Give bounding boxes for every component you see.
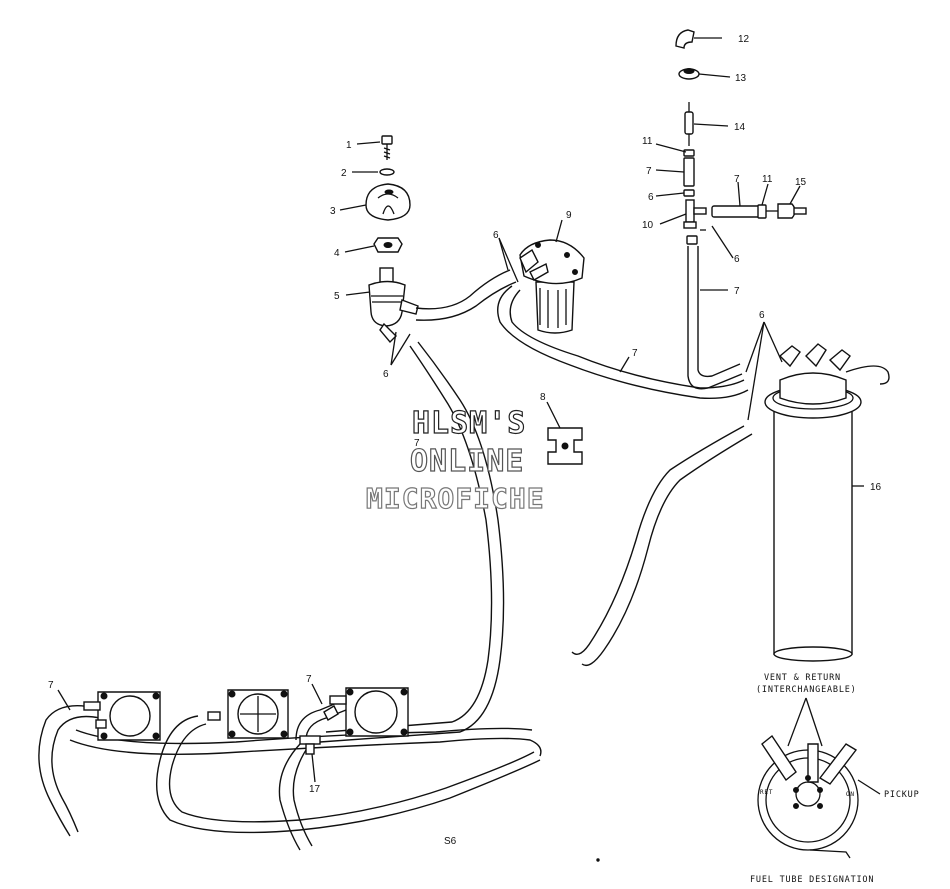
callout-6c: 6: [648, 192, 654, 203]
inset-title-line1: VENT & RETURN: [764, 673, 841, 683]
callout-numbers: 1 2 3 4 5 6 6 6 6 6 7 7 7 7 7 7 7 8 9 10…: [48, 34, 882, 795]
carburetor-left: [83, 691, 161, 741]
inset-ret-mark: RET: [760, 789, 773, 796]
callout-7a: 7: [646, 166, 652, 177]
bracket-part-8: [547, 427, 583, 465]
fuel-tube-inset: VENT & RETURN (INTERCHANGEABLE) RET ON P…: [750, 673, 920, 885]
callout-7c: 7: [734, 286, 740, 297]
watermark-line1: HLSM'S: [412, 406, 526, 441]
callout-3: 3: [330, 206, 336, 217]
hose-part-7a: [683, 157, 695, 187]
filter-part-5: [368, 267, 419, 344]
callout-11a: 11: [642, 136, 653, 147]
clamp-part-6a: [683, 189, 695, 197]
fuel-tube-part-16: [764, 343, 890, 662]
clamp-part-6b: [686, 235, 698, 245]
clamp-part-11b: [757, 204, 767, 219]
callout-2: 2: [341, 168, 347, 179]
clamp-part-13: [678, 68, 700, 80]
inset-pickup-label: PICKUP: [884, 790, 920, 800]
callout-7g: 7: [414, 438, 420, 449]
callout-15: 15: [795, 177, 807, 188]
callout-6a: 6: [383, 369, 389, 380]
callout-17: 17: [309, 784, 321, 795]
watermark-line2: ONLINE: [410, 444, 524, 479]
carburetor-right: [329, 687, 409, 737]
fitting-part-14: [684, 102, 694, 146]
vent-line-parts: [675, 29, 807, 245]
callout-6d: 6: [734, 254, 740, 265]
callout-11b: 11: [762, 174, 773, 185]
carburetor-middle: [207, 689, 289, 739]
speck-dot: [596, 858, 600, 862]
washer-part-2: [379, 168, 395, 176]
hose-part-7b: [711, 205, 761, 218]
callout-7b: 7: [734, 174, 740, 185]
callout-7d: 7: [632, 348, 638, 359]
tee-part-17: [299, 705, 339, 755]
watermark: HLSM'S ONLINE MICROFICHE: [365, 405, 545, 515]
leader-lines: [57, 37, 864, 783]
callout-16: 16: [870, 482, 882, 493]
page-mark: S6: [444, 836, 457, 847]
callout-13: 13: [735, 73, 747, 84]
nut-part-4: [373, 237, 403, 253]
clamp-part-11a: [683, 149, 695, 157]
callout-1: 1: [346, 140, 352, 151]
valve-part-15: [766, 203, 807, 219]
filter-part-9: [519, 239, 585, 334]
screw-part-1: [381, 135, 393, 160]
callout-9: 9: [566, 210, 572, 221]
callout-5: 5: [334, 291, 340, 302]
callout-7f: 7: [306, 674, 312, 685]
inset-on-mark: ON: [846, 791, 855, 798]
callout-8: 8: [540, 392, 546, 403]
callout-14: 14: [734, 122, 746, 133]
fuel-hoses: [38, 246, 753, 851]
elbow-part-12: [675, 29, 695, 49]
callout-7e: 7: [48, 680, 54, 691]
callout-6b: 6: [493, 230, 499, 241]
callout-6e: 6: [759, 310, 765, 321]
inset-caption: FUEL TUBE DESIGNATION: [750, 875, 874, 885]
callout-10: 10: [642, 220, 654, 231]
tee-part-10: [683, 199, 707, 229]
pump-assembly: [365, 135, 419, 344]
callout-4: 4: [334, 248, 340, 259]
cap-part-3: [365, 183, 411, 221]
callout-12: 12: [738, 34, 750, 45]
inset-title-line2: (INTERCHANGEABLE): [756, 685, 857, 695]
watermark-line3: MICROFICHE: [366, 482, 545, 515]
